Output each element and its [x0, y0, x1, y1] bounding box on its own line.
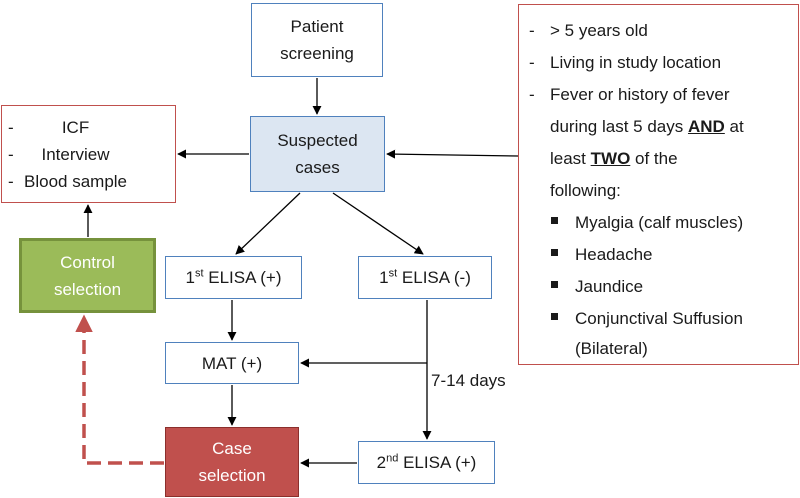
inclusion-criteria-box: -> 5 years old -Living in study location…: [518, 4, 799, 365]
patient-screening-line-2: screening: [280, 44, 354, 63]
consent-item-icf: ICF: [8, 114, 127, 141]
consent-interview-blood-box: ICF Interview Blood sample: [1, 105, 176, 203]
symptom-continuation: (Bilateral): [575, 339, 648, 358]
symptom-headache: Headache: [519, 239, 798, 269]
second-elisa-positive-label: 2nd ELISA (+): [376, 452, 477, 472]
case-selection-line-1: Case: [212, 439, 252, 458]
symptom-jaundice: Jaundice: [519, 271, 798, 301]
control-selection-line-2: selection: [53, 279, 122, 299]
bullet-square-icon: [551, 281, 558, 288]
interval-label: 7-14 days: [431, 371, 506, 390]
first-elisa-negative-label: 1st ELISA (-): [379, 267, 471, 287]
symptom-conjunctival-suffusion: Conjunctival Suffusion: [519, 303, 798, 333]
suspected-cases-box: Suspected cases: [250, 116, 385, 192]
bullet-square-icon: [551, 249, 558, 256]
second-elisa-positive-box: 2nd ELISA (+): [358, 441, 495, 484]
arrow-suspected-to-elisa-neg: [332, 192, 424, 255]
arrow-criteria-to-suspected: [386, 149, 519, 159]
mat-positive-label: MAT (+): [201, 353, 263, 373]
mat-positive-box: MAT (+): [165, 342, 299, 384]
suspected-cases-line-2: cases: [295, 158, 340, 177]
arrow-suspected-to-elisa-pos: [235, 192, 301, 255]
suspected-cases-line-1: Suspected: [277, 131, 358, 150]
control-selection-box: Control selection: [19, 238, 156, 313]
case-selection-box: Case selection: [165, 427, 299, 497]
patient-screening-line-1: Patient: [290, 17, 344, 36]
bullet-square-icon: [551, 313, 558, 320]
consent-list: ICF Interview Blood sample: [8, 114, 127, 195]
case-selection-line-2: selection: [198, 466, 266, 485]
consent-item-interview: Interview: [8, 141, 127, 168]
consent-item-blood-sample: Blood sample: [8, 168, 127, 195]
symptom-myalgia: Myalgia (calf muscles): [519, 207, 798, 237]
first-elisa-positive-box: 1st ELISA (+): [165, 256, 302, 299]
patient-screening-box: Patient screening: [251, 3, 383, 77]
control-selection-line-1: Control: [60, 252, 115, 272]
first-elisa-positive-label: 1st ELISA (+): [185, 267, 282, 287]
dashed-arrow-case-to-control: [75, 314, 164, 465]
bullet-square-icon: [551, 217, 558, 224]
first-elisa-negative-box: 1st ELISA (-): [358, 256, 492, 299]
